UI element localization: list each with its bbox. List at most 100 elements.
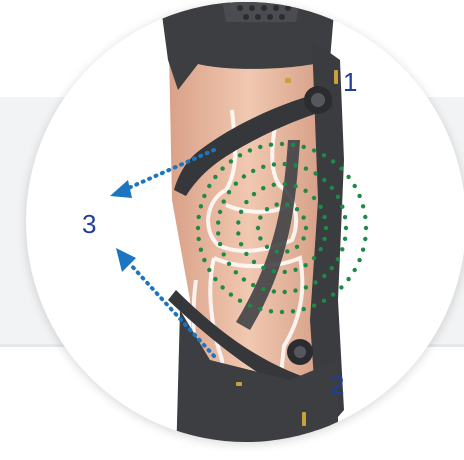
ring-dot <box>322 299 326 303</box>
ring-dot <box>313 280 317 284</box>
ring-dot <box>199 204 203 208</box>
ring-dot <box>280 310 284 314</box>
ring-dot <box>339 285 343 289</box>
ring-dot <box>357 194 361 198</box>
ring-dot <box>242 277 246 281</box>
ring-dot <box>239 242 243 246</box>
ring-dot <box>222 199 226 203</box>
ring-dot <box>322 274 326 278</box>
ring-dot <box>261 165 265 169</box>
ring-dot <box>256 226 260 230</box>
ring-dot <box>196 226 200 230</box>
ring-dot <box>340 205 344 209</box>
ring-dot <box>197 215 201 219</box>
ring-dot <box>207 268 211 272</box>
ring-dot <box>312 148 316 152</box>
ring-dot <box>312 196 316 200</box>
ring-dot <box>202 258 206 262</box>
ring-dot <box>331 292 335 296</box>
ring-dot <box>324 226 328 230</box>
ring-dot <box>283 270 287 274</box>
upper-brace-vent <box>222 0 300 22</box>
ring-dot <box>312 303 316 307</box>
ring-dot <box>346 175 350 179</box>
ring-dot <box>244 252 248 256</box>
ring-dot <box>213 175 217 179</box>
ring-dot <box>291 309 295 313</box>
ring-dot <box>302 145 306 149</box>
ring-dot <box>322 178 326 182</box>
label-2: 2 <box>330 372 344 398</box>
ring-dot <box>301 236 305 240</box>
label-3: 3 <box>82 211 96 237</box>
ring-dot <box>213 277 217 281</box>
ring-dot <box>197 237 201 241</box>
ring-dot <box>220 285 224 289</box>
ring-dot <box>363 237 367 241</box>
ring-dot <box>312 256 316 260</box>
ring-dot <box>261 287 265 291</box>
ring-dot <box>344 226 348 230</box>
ring-dot <box>272 162 276 166</box>
ring-dot <box>363 215 367 219</box>
ring-dot <box>239 210 243 214</box>
ring-dot <box>258 145 262 149</box>
label-1: 1 <box>343 69 357 95</box>
ring-dot <box>318 247 322 251</box>
ring-dot <box>202 194 206 198</box>
ring-dot <box>199 248 203 252</box>
ring-dot <box>238 299 242 303</box>
ring-dot <box>303 189 307 193</box>
ring-dot <box>364 226 368 230</box>
ring-dot <box>283 182 287 186</box>
ring-dot <box>357 258 361 262</box>
ring-dot <box>272 289 276 293</box>
ring-dot <box>218 242 222 246</box>
ring-dot <box>216 231 220 235</box>
ring-dot <box>343 237 347 241</box>
ring-dot <box>301 215 305 219</box>
ring-dot <box>283 162 287 166</box>
ring-dot <box>330 266 334 270</box>
ring-dot <box>236 220 240 224</box>
ring-dot <box>353 268 357 272</box>
ring-dot <box>234 270 238 274</box>
ring-dot <box>258 307 262 311</box>
ring-dot <box>322 153 326 157</box>
ring-dot <box>236 231 240 235</box>
ring-dot <box>248 303 252 307</box>
ring-dot <box>361 248 365 252</box>
ring-dot <box>302 307 306 311</box>
ring-dot <box>258 215 262 219</box>
ring-dot <box>265 207 269 211</box>
ring-dot <box>251 283 255 287</box>
ring-dot <box>258 236 262 240</box>
ring-dot <box>248 148 252 152</box>
ring-dot <box>222 252 226 256</box>
ring-dot <box>331 159 335 163</box>
ring-dot <box>339 166 343 170</box>
ring-dot <box>293 268 297 272</box>
ring-dot <box>272 183 276 187</box>
ring-dot <box>242 174 246 178</box>
arrowhead-upper <box>110 180 132 198</box>
ring-dot <box>304 166 308 170</box>
ring-dot <box>285 249 289 253</box>
ring-dot <box>252 192 256 196</box>
ring-dot <box>353 184 357 188</box>
ring-dot <box>336 195 340 199</box>
lower-dial <box>287 339 313 365</box>
ring-dot <box>229 159 233 163</box>
ring-dot <box>285 202 289 206</box>
ring-dot <box>207 184 211 188</box>
ring-dot <box>275 249 279 253</box>
ring-dot <box>318 205 322 209</box>
ring-dot <box>293 288 297 292</box>
ring-dot <box>216 220 220 224</box>
ring-dot <box>252 260 256 264</box>
ring-dot <box>269 309 273 313</box>
ring-dot <box>227 190 231 194</box>
ring-dot <box>322 215 326 219</box>
upper-dial <box>304 86 332 114</box>
ring-dot <box>322 237 326 241</box>
